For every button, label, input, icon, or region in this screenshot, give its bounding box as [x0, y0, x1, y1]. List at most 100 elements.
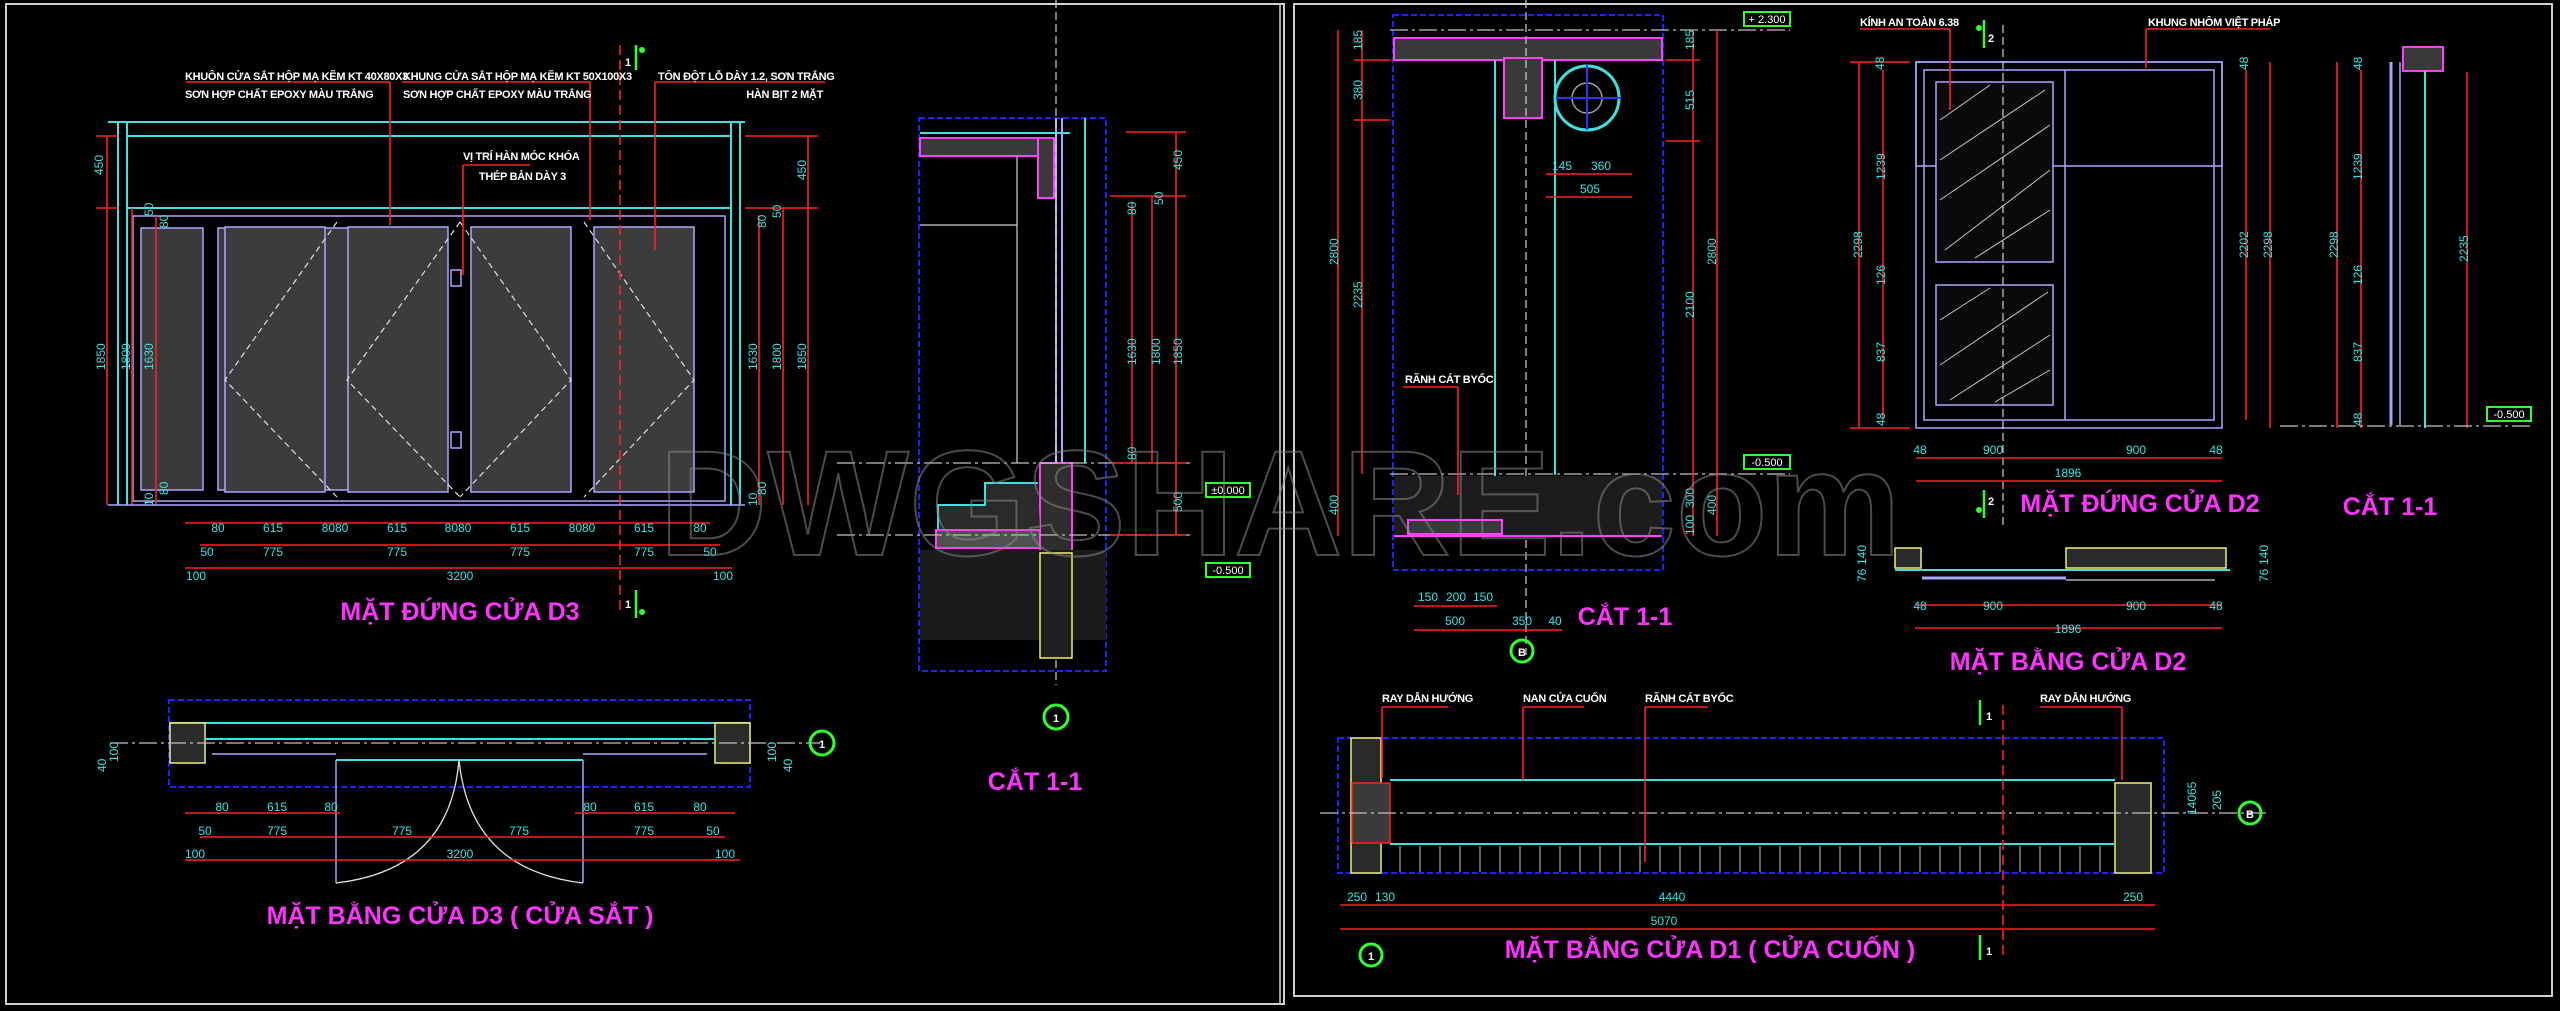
- svg-text:76: 76: [2257, 568, 2271, 582]
- svg-text:450: 450: [92, 155, 106, 175]
- section-d1: [1337, 0, 1791, 664]
- svg-text:50: 50: [200, 545, 214, 559]
- svg-text:205: 205: [2210, 790, 2224, 810]
- svg-text:1800: 1800: [1149, 338, 1163, 365]
- svg-text:775: 775: [392, 824, 412, 838]
- svg-text:1800: 1800: [770, 343, 784, 370]
- svg-text:B: B: [1518, 647, 1526, 659]
- section-mark-icon: 1 1: [625, 45, 645, 618]
- svg-text:775: 775: [509, 824, 529, 838]
- svg-text:100: 100: [765, 742, 779, 762]
- svg-text:450: 450: [1171, 150, 1185, 170]
- svg-text:775: 775: [634, 545, 654, 559]
- svg-text:1630: 1630: [746, 343, 760, 370]
- svg-text:185: 185: [1683, 30, 1697, 50]
- svg-text:10: 10: [142, 492, 156, 506]
- note-khung-cua: KHUNG CỬA SẮT HỘP MẠ KẼM KT 50X100X3: [403, 70, 632, 83]
- svg-text:900: 900: [2126, 599, 2146, 613]
- svg-text:10: 10: [746, 492, 760, 506]
- svg-text:80: 80: [211, 521, 225, 535]
- svg-text:500: 500: [1445, 614, 1465, 628]
- title-mat-dung-d2: MẶT ĐỨNG CỬA D2: [2020, 488, 2259, 518]
- svg-text:B: B: [2246, 809, 2254, 821]
- svg-text:775: 775: [510, 545, 530, 559]
- svg-text:80: 80: [157, 481, 171, 495]
- svg-text:48: 48: [1874, 412, 1888, 426]
- note-vi-tri-han-moc-khoa: VỊ TRÍ HÀN MÓC KHÓA: [463, 150, 580, 163]
- level-plus-zero: ±0.000: [1211, 485, 1245, 497]
- svg-text:615: 615: [634, 521, 654, 535]
- svg-text:80: 80: [324, 800, 338, 814]
- note-ray-dan-huong-left: RAY DẪN HƯỚNG: [1382, 692, 1473, 705]
- svg-text:360: 360: [1591, 159, 1611, 173]
- note-ranh-cat-byoc: RÃNH CÁT BYỐC: [1405, 372, 1494, 386]
- plan-d3: [110, 699, 836, 884]
- note-ranh-cat-byoc-plan: RÃNH CÁT BYỐC: [1645, 691, 1734, 705]
- svg-text:80: 80: [693, 521, 707, 535]
- svg-text:4440: 4440: [1659, 890, 1686, 904]
- svg-text:1850: 1850: [94, 343, 108, 370]
- svg-text:65: 65: [2185, 781, 2199, 795]
- svg-text:8080: 8080: [322, 521, 349, 535]
- plan-d1: [1320, 700, 2270, 968]
- svg-text:615: 615: [263, 521, 283, 535]
- svg-text:80: 80: [755, 214, 769, 228]
- note-nan-cua-cuon: NAN CỬA CUỐN: [1523, 691, 1607, 705]
- svg-text:80: 80: [583, 800, 597, 814]
- svg-text:380: 380: [1351, 80, 1365, 100]
- svg-text:775: 775: [263, 545, 283, 559]
- svg-text:900: 900: [1983, 599, 2003, 613]
- svg-text:48: 48: [2237, 56, 2251, 70]
- svg-text:775: 775: [267, 824, 287, 838]
- svg-text:1896: 1896: [2055, 466, 2082, 480]
- svg-text:2202: 2202: [2237, 231, 2251, 258]
- svg-text:615: 615: [510, 521, 530, 535]
- svg-text:1: 1: [1986, 711, 1992, 723]
- elevation-d3: [96, 45, 825, 610]
- svg-text:140: 140: [2185, 795, 2199, 815]
- level-minus-0500-d1: -0.500: [1751, 457, 1782, 469]
- svg-text:140: 140: [2257, 545, 2271, 565]
- svg-text:1: 1: [1986, 946, 1992, 958]
- svg-text:500: 500: [1171, 492, 1185, 512]
- note-khuon-cua-paint: SƠN HỢP CHẤT EPOXY MÀU TRẮNG: [185, 88, 373, 101]
- svg-text:1800: 1800: [119, 343, 133, 370]
- note-kinh-an-toan: KÍNH AN TOÀN 6.38: [1860, 16, 1959, 29]
- svg-text:2235: 2235: [2457, 235, 2471, 262]
- svg-text:1239: 1239: [2351, 153, 2365, 180]
- svg-text:48: 48: [2351, 412, 2365, 426]
- elevation-d2: [1850, 25, 2271, 525]
- svg-text:100: 100: [185, 847, 205, 861]
- svg-text:48: 48: [1913, 443, 1927, 457]
- title-mat-bang-d1: MẶT BẰNG CỬA D1 ( CỬA CUỐN ): [1505, 934, 1915, 964]
- svg-text:2298: 2298: [2327, 231, 2341, 258]
- svg-text:80: 80: [215, 800, 229, 814]
- svg-text:615: 615: [634, 800, 654, 814]
- svg-text:400: 400: [1705, 495, 1719, 515]
- svg-text:100: 100: [186, 569, 206, 583]
- svg-text:2298: 2298: [1851, 231, 1865, 258]
- section-d2: [2280, 46, 2532, 428]
- svg-text:76: 76: [1855, 568, 1869, 582]
- svg-text:2235: 2235: [1351, 281, 1365, 308]
- svg-text:50: 50: [770, 204, 784, 218]
- level-minus-0500-d2: -0.500: [2493, 409, 2524, 421]
- svg-text:145: 145: [1552, 159, 1572, 173]
- svg-text:150: 150: [1418, 590, 1438, 604]
- svg-text:100: 100: [713, 569, 733, 583]
- note-khung-cua-paint: SƠN HỢP CHẤT EPOXY MÀU TRẮNG: [403, 88, 591, 101]
- svg-text:200: 200: [1446, 590, 1466, 604]
- svg-text:775: 775: [634, 824, 654, 838]
- svg-text:40: 40: [95, 758, 109, 772]
- svg-text:1: 1: [625, 599, 631, 611]
- note-han-bit: HÀN BỊT 2 MẶT: [746, 88, 823, 101]
- title-mat-bang-d2: MẶT BẰNG CỬA D2: [1950, 646, 2186, 676]
- svg-text:2100: 2100: [1683, 291, 1697, 318]
- svg-text:80: 80: [693, 800, 707, 814]
- svg-text:2: 2: [1988, 33, 1994, 45]
- note-khung-nhom: KHUNG NHÔM VIỆT PHÁP: [2148, 16, 2280, 29]
- svg-text:837: 837: [1874, 342, 1888, 362]
- right-sheet-frame: [1293, 3, 2553, 997]
- svg-text:2800: 2800: [1327, 238, 1341, 265]
